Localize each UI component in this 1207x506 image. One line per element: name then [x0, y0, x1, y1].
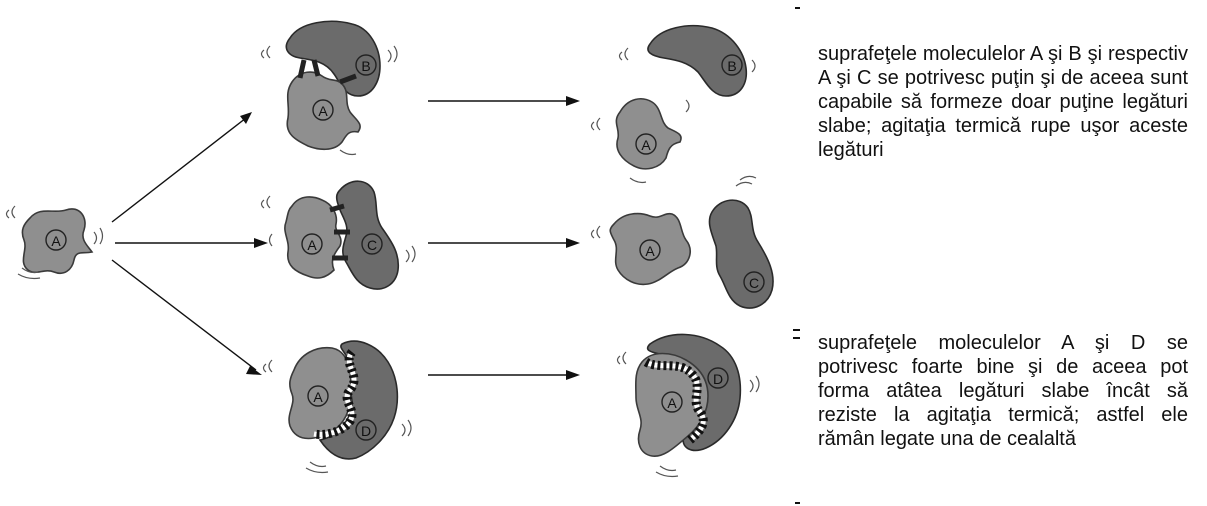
arrow-ad-remain	[428, 370, 580, 380]
bound-ad: A D	[618, 334, 760, 476]
svg-text:D: D	[361, 423, 371, 439]
separated-a-2: A	[592, 214, 691, 285]
bracket-strong	[793, 338, 800, 503]
svg-text:A: A	[667, 395, 677, 411]
arrow-to-ab	[112, 112, 252, 222]
svg-text:A: A	[318, 103, 328, 119]
svg-text:C: C	[749, 275, 759, 291]
separated-a-1: A	[592, 99, 690, 183]
complex-ac: A C	[262, 181, 416, 289]
arrow-to-ac	[115, 238, 268, 248]
arrow-ab-dissociate	[428, 96, 580, 106]
caption-strong-text: suprafeţele moleculelor A şi D se potriv…	[818, 332, 1188, 450]
svg-text:D: D	[713, 371, 723, 387]
complex-ab: B A	[262, 21, 398, 154]
separated-c: C	[709, 176, 773, 308]
caption-weak-text: suprafeţele moleculelor A şi B şi respec…	[818, 43, 1188, 161]
svg-text:A: A	[645, 243, 655, 259]
arrow-ac-dissociate	[428, 238, 580, 248]
svg-text:C: C	[367, 237, 377, 253]
bracket-weak	[793, 8, 800, 330]
svg-text:A: A	[641, 137, 651, 153]
molecule-a-start: A	[22, 209, 92, 273]
svg-text:B: B	[361, 58, 370, 74]
complex-ad: A D	[264, 341, 412, 472]
molecular-binding-diagram: A B A A	[0, 0, 800, 506]
caption-strong-binding: suprafeţele moleculelor A şi D se potriv…	[818, 331, 1188, 451]
svg-text:B: B	[727, 58, 736, 74]
svg-text:A: A	[313, 389, 323, 405]
arrow-to-ad	[112, 260, 262, 375]
label-a: A	[51, 233, 61, 249]
svg-text:A: A	[307, 237, 317, 253]
caption-weak-binding: suprafeţele moleculelor A şi B şi respec…	[818, 42, 1188, 162]
separated-b: B	[620, 26, 756, 96]
